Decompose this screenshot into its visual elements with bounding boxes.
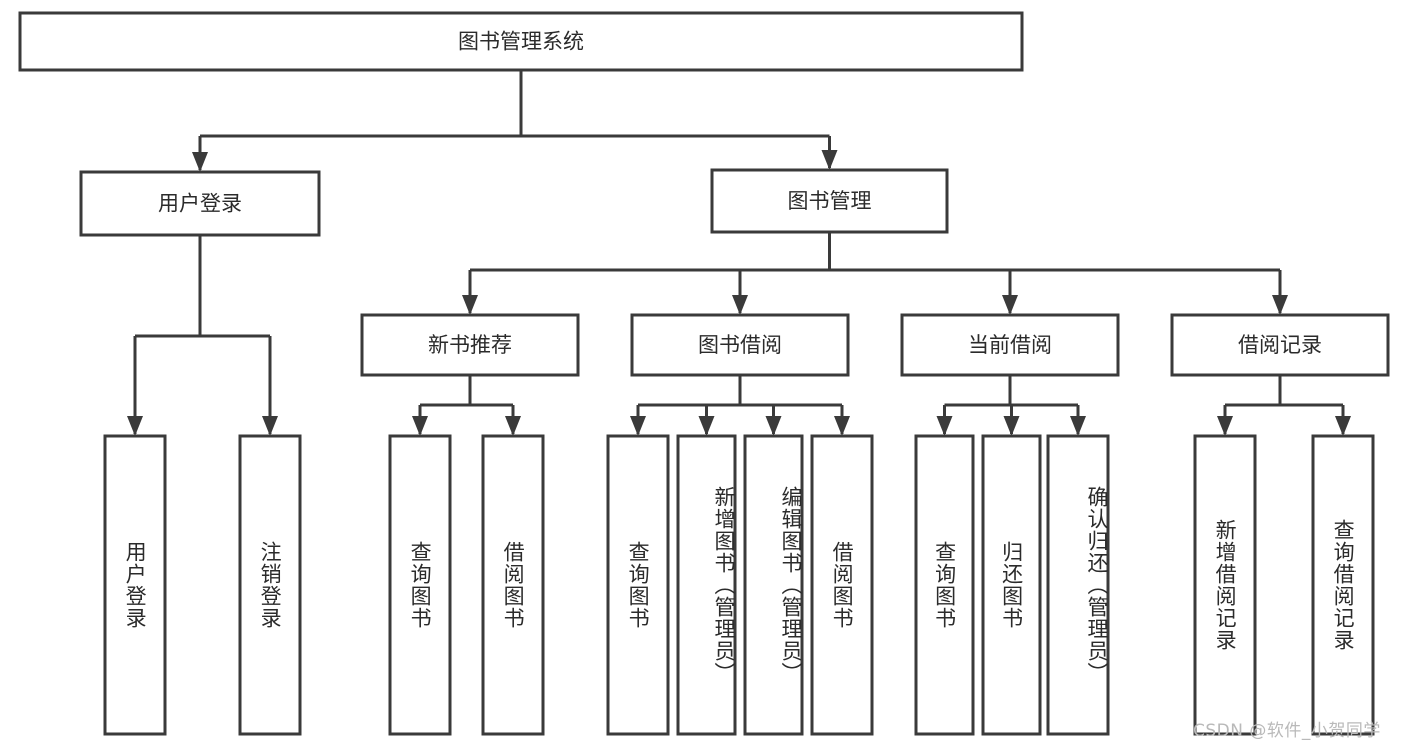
node-box-leaf-7[interactable] <box>810 434 874 736</box>
node-box-leaf-9[interactable] <box>981 434 1042 736</box>
arrow-head-icon-leaf-0 <box>127 416 143 436</box>
node-label-level3-2: 当前借阅 <box>968 333 1052 357</box>
arrow-head-icon-leaf-4 <box>630 416 646 436</box>
arrow-head-icon-level3-0 <box>462 295 478 315</box>
node-box-root[interactable] <box>18 11 1024 72</box>
node-label-level3-1: 图书借阅 <box>698 333 782 357</box>
node-box-level3-3[interactable] <box>1170 313 1390 377</box>
arrow-head-icon-leaf-1 <box>262 416 278 436</box>
node-box-leaf-6[interactable] <box>743 434 804 736</box>
node-label-level2-0: 用户登录 <box>158 192 242 216</box>
arrow-head-icon-leaf-9 <box>1003 416 1020 436</box>
node-label-level3-3: 借阅记录 <box>1238 333 1322 357</box>
watermark: CSDN @软件_小贺同学 <box>1193 721 1381 741</box>
node-box-leaf-4[interactable] <box>606 434 670 736</box>
node-box-leaf-8[interactable] <box>914 434 975 736</box>
arrow-head-icon-leaf-10 <box>1070 416 1086 436</box>
node-box-level3-1[interactable] <box>630 313 850 377</box>
node-label-level3-0: 新书推荐 <box>428 333 512 357</box>
arrow-head-icon-level3-3 <box>1272 295 1288 315</box>
node-box-leaf-0[interactable] <box>103 434 167 736</box>
connector-layer <box>127 70 1351 436</box>
arrow-head-icon-leaf-12 <box>1335 416 1351 436</box>
node-box-leaf-5[interactable] <box>676 434 737 736</box>
arrow-head-icon-leaf-6 <box>765 416 782 436</box>
arrow-head-icon-level2-0 <box>192 152 208 172</box>
node-box-leaf-2[interactable] <box>388 434 452 736</box>
node-box-level2-0[interactable] <box>79 170 321 237</box>
arrow-head-icon-leaf-5 <box>698 416 715 436</box>
node-label-root: 图书管理系统 <box>458 30 584 54</box>
node-box-level2-1[interactable] <box>710 168 949 234</box>
arrow-head-icon-leaf-3 <box>505 416 521 436</box>
node-label-level2-1: 图书管理 <box>788 189 872 213</box>
arrow-head-icon-leaf-11 <box>1217 416 1233 436</box>
arrow-head-icon-leaf-8 <box>936 416 953 436</box>
node-box-level3-0[interactable] <box>360 313 580 377</box>
arrow-head-icon-level2-1 <box>821 150 838 170</box>
arrow-head-icon-level3-1 <box>732 295 748 315</box>
node-box-leaf-3[interactable] <box>481 434 545 736</box>
arrow-head-icon-leaf-2 <box>412 416 428 436</box>
node-box-level3-2[interactable] <box>900 313 1120 377</box>
node-box-leaf-10[interactable] <box>1046 434 1110 736</box>
node-box-leaf-12[interactable] <box>1311 434 1375 736</box>
node-box-leaf-11[interactable] <box>1193 434 1257 736</box>
arrow-head-icon-leaf-7 <box>834 416 850 436</box>
arrow-head-icon-level3-2 <box>1002 295 1018 315</box>
node-box-leaf-1[interactable] <box>238 434 302 736</box>
box-layer <box>18 11 1390 736</box>
